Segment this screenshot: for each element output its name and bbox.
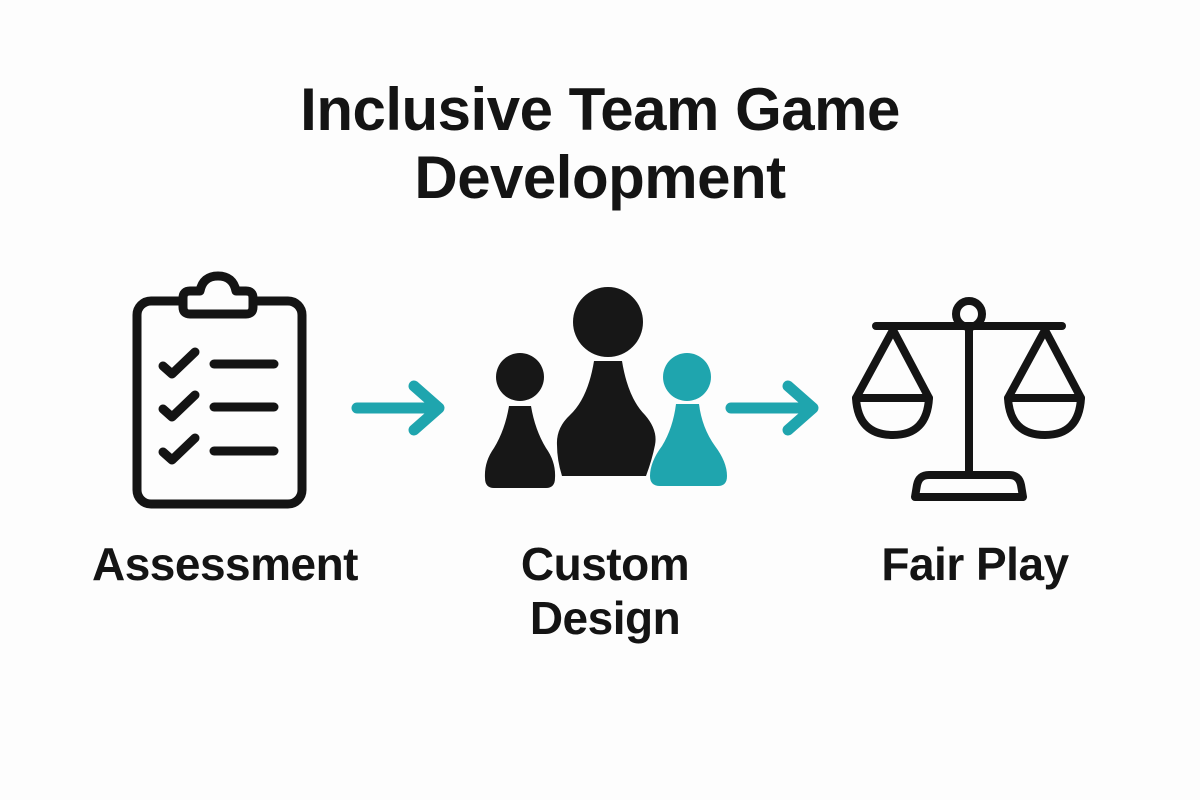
label-line: Custom — [520, 538, 690, 590]
step-label-assessment: Assessment — [40, 537, 410, 591]
title-line-2: Development — [414, 144, 786, 211]
balance-scale-icon — [852, 297, 1085, 501]
clipboard-checklist-icon — [132, 271, 307, 509]
arrow-right-icon — [351, 380, 445, 436]
title-line-1: Inclusive Team Game — [300, 76, 900, 143]
step-label-custom-design: Custom Design — [455, 537, 755, 645]
label-line: Fair Play — [881, 538, 1069, 590]
pawn-small-dark — [484, 353, 556, 488]
page-title: Inclusive Team Game Development — [0, 76, 1200, 212]
step-label-fair-play: Fair Play — [820, 537, 1130, 591]
label-line: Design — [529, 592, 681, 644]
arrow-right-icon — [725, 380, 819, 436]
pawn-accent — [650, 353, 727, 486]
pawn-large-dark — [556, 287, 656, 476]
game-pawns-icon — [484, 287, 727, 488]
label-line: Assessment — [91, 538, 359, 590]
